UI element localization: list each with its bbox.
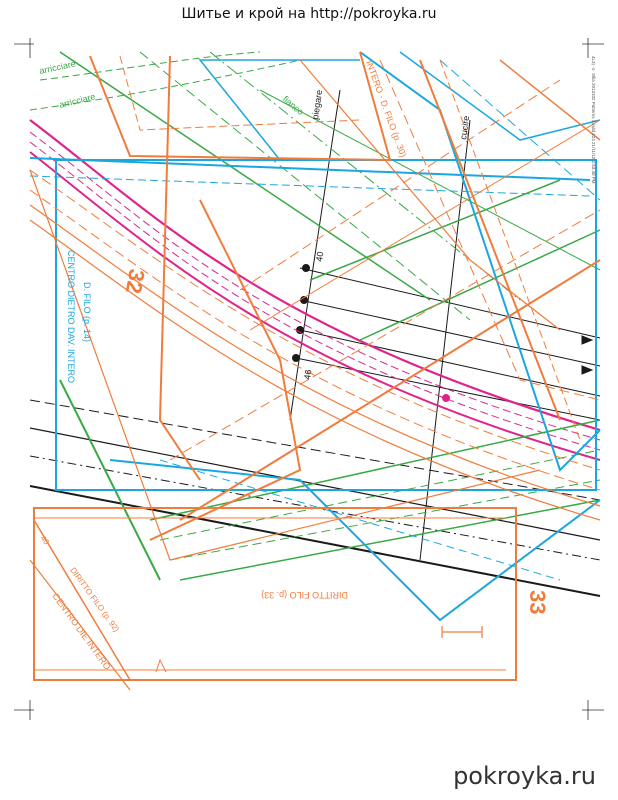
- green-lines: [29, 51, 601, 581]
- label-arricciare-2: arricciare: [58, 91, 96, 110]
- page-header: Шитье и крой на http://pokroyka.ru: [181, 6, 437, 22]
- orange-lines: [29, 51, 601, 691]
- piece-32-number: 32: [121, 267, 150, 295]
- blue-lines: [29, 51, 601, 622]
- label-fianco: fianco: [281, 94, 306, 117]
- piece-33-number: 33: [525, 590, 550, 614]
- crop-marks: [14, 38, 604, 720]
- label-size-40: 40: [314, 251, 325, 262]
- label-cucire: cucire: [458, 115, 471, 140]
- label-arricciare: arricciare: [38, 58, 76, 75]
- piece-32-center: CENTRO DIETRO DAV. INTERO: [66, 250, 76, 383]
- footer-site: pokroyka.ru: [453, 762, 596, 790]
- piece-33-grain: DIRITTO FILO (p. 33): [261, 590, 348, 600]
- piece-32-grain: D. FILO (p. 14): [82, 282, 92, 342]
- side-stamp: 4L3) -1- Sfila 2013102 Patterns 1.indd 1…: [591, 56, 596, 184]
- label-size-46: 46: [302, 369, 313, 380]
- label-piegare: piegare: [310, 89, 324, 120]
- black-lines: [29, 89, 601, 597]
- magenta-curves: [29, 119, 601, 461]
